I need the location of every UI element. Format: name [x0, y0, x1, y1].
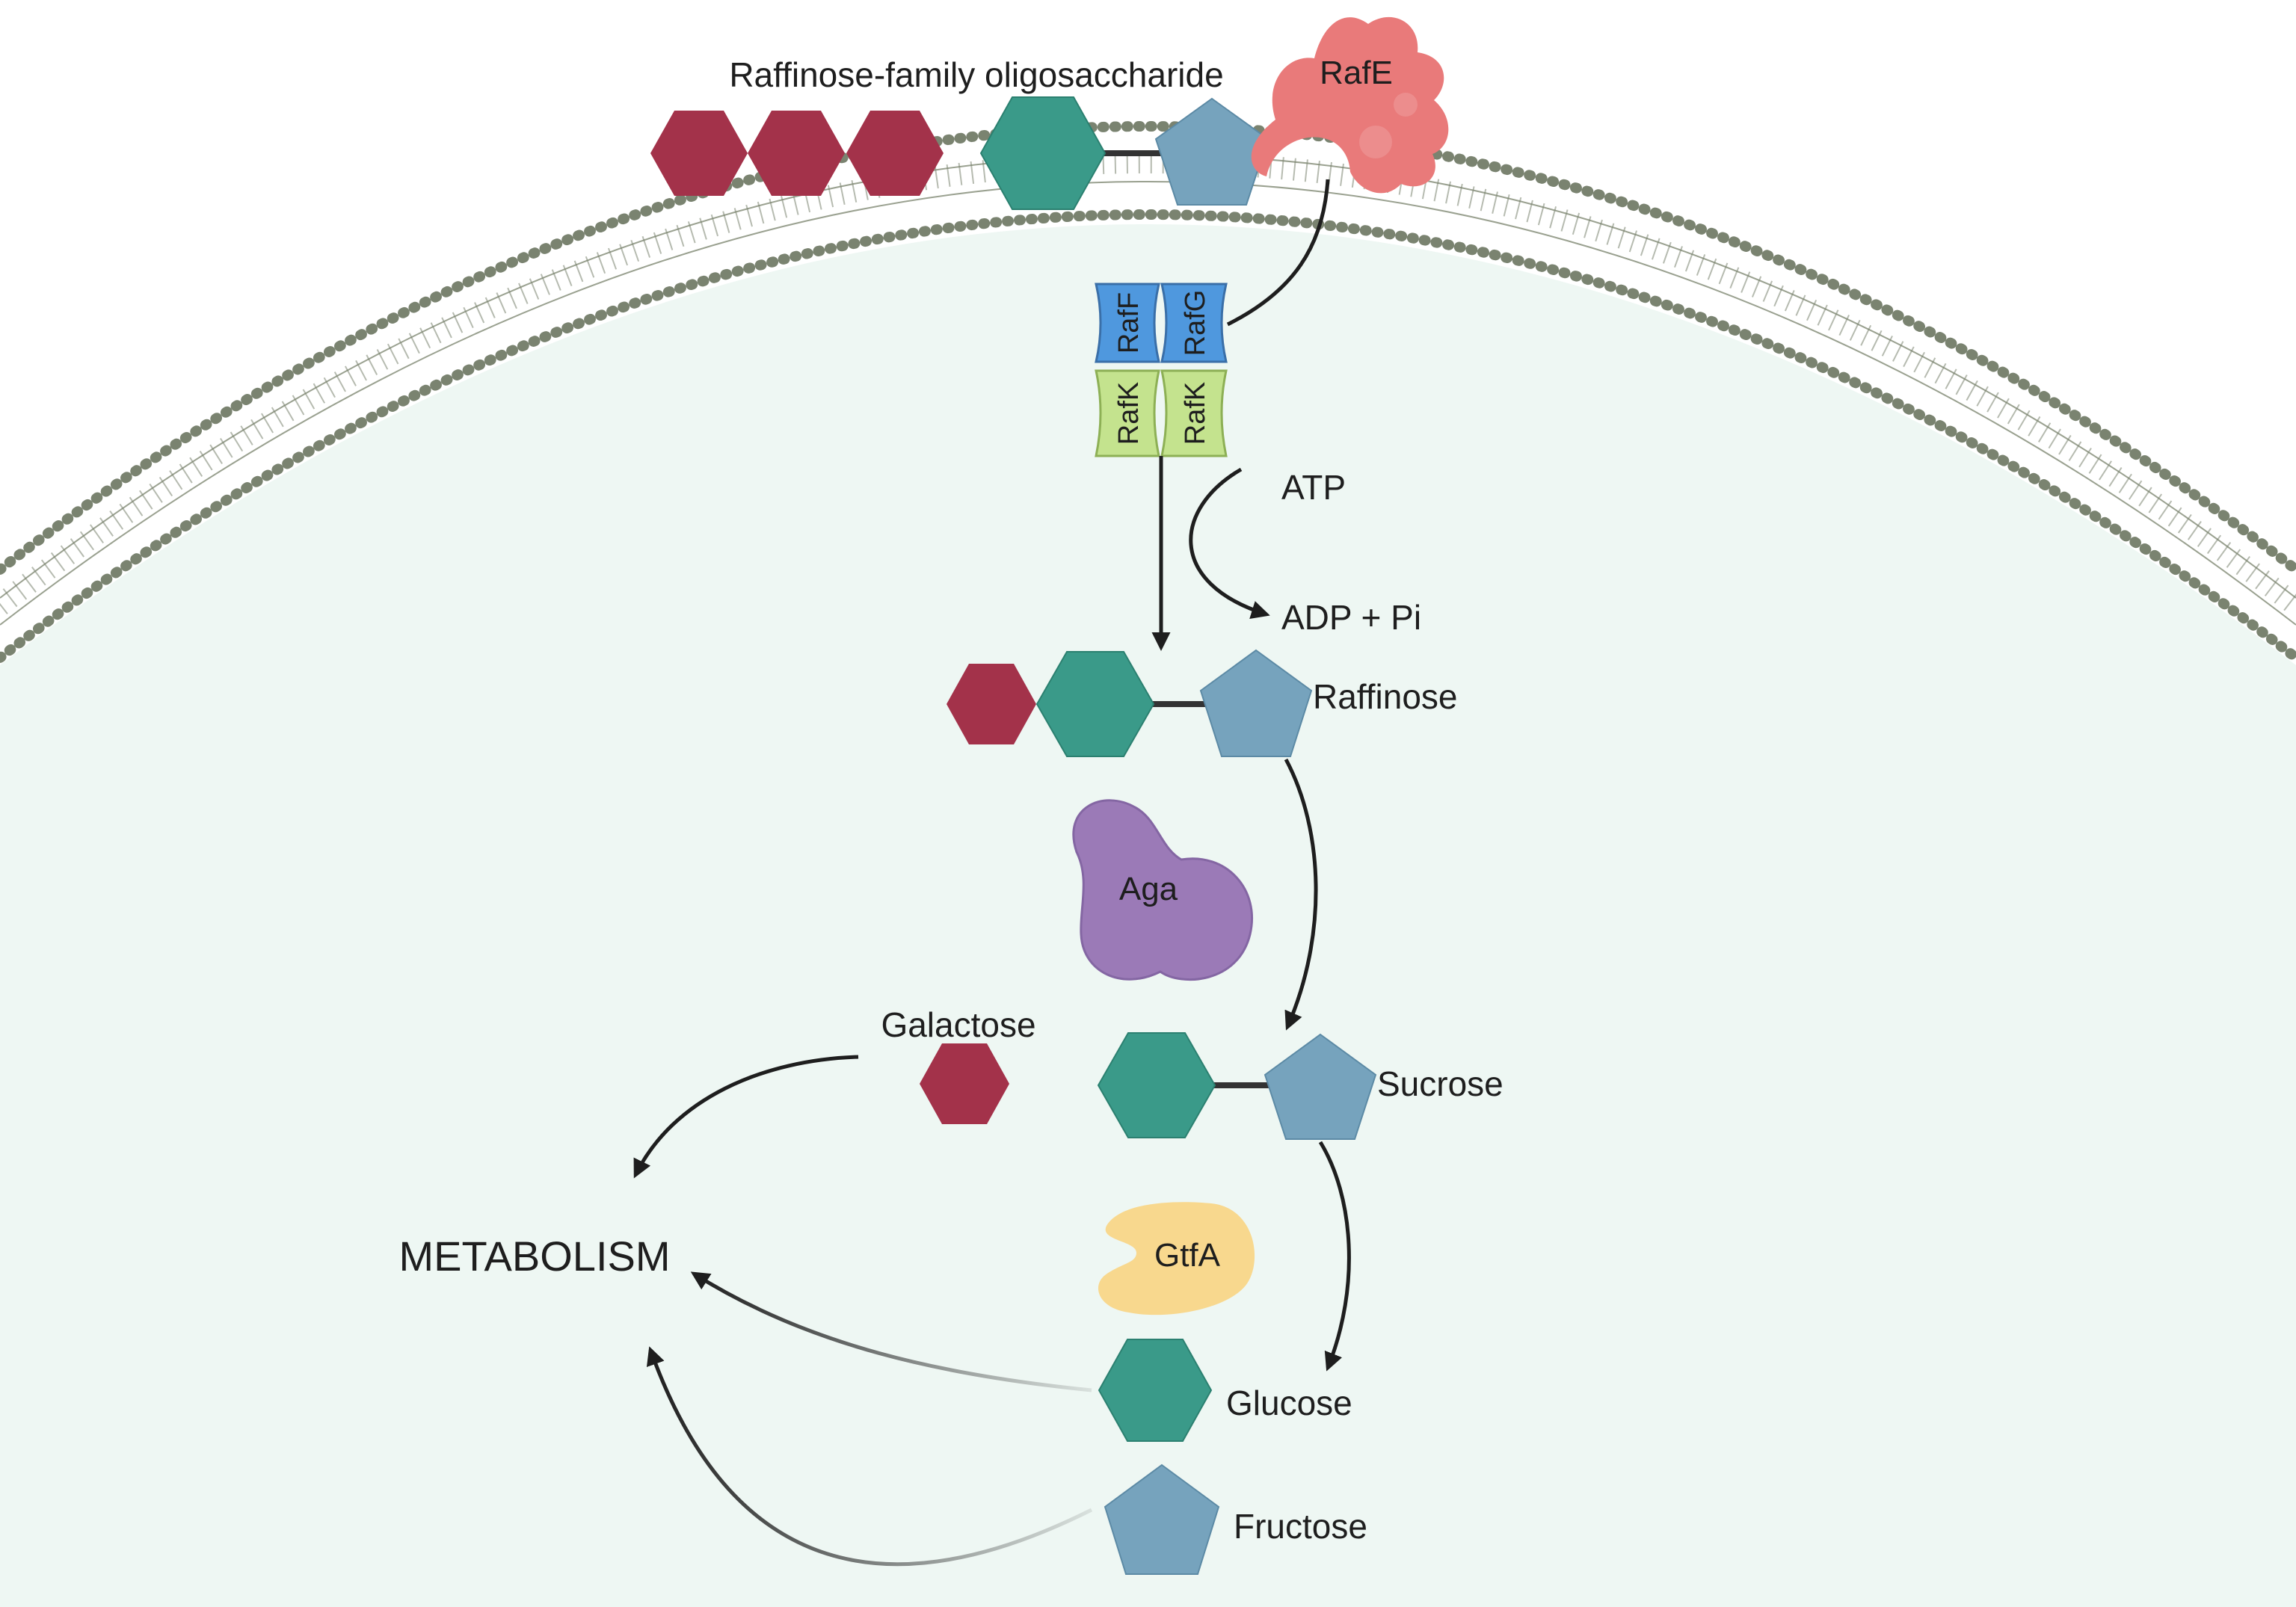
galactose-to-metabolism-arrow [633, 1055, 859, 1179]
adp-label: ADP + Pi [1281, 598, 1421, 637]
metabolism-label: METABOLISM [398, 1233, 670, 1280]
raffinose-molecule [947, 649, 1313, 757]
galactose-molecule [920, 1043, 1009, 1124]
raffinose-galactose [947, 664, 1036, 744]
atp-hydrolysis-arrow [1189, 467, 1270, 619]
sucrose-label: Sucrose [1377, 1064, 1504, 1103]
rfo-molecule [650, 96, 1269, 210]
sucrose-molecule [1097, 1032, 1377, 1140]
galactose-unit-2 [748, 111, 845, 196]
rafk-atpase: RafK RafK [1095, 369, 1228, 457]
rafg-label: RafG [1180, 290, 1211, 357]
sucrose-glucose [1097, 1032, 1216, 1138]
rafe-protein [1251, 16, 1449, 194]
raffinose-label: Raffinose [1313, 677, 1458, 716]
rafe-tether [1226, 179, 1330, 327]
glucose-to-metabolism-arrow [690, 1271, 1092, 1392]
rafg-subunit [1160, 283, 1228, 363]
raff-subunit [1095, 283, 1160, 363]
aga-label: Aga [1119, 871, 1178, 907]
sucrose-fructose [1264, 1033, 1377, 1140]
rafe-label: RafE [1320, 55, 1393, 91]
gtfa-label: GtfA [1154, 1237, 1221, 1274]
fructose-molecule [1104, 1463, 1220, 1575]
rafk-label-2: RafK [1180, 382, 1211, 445]
galactose-unit-1 [650, 111, 748, 196]
glucose-label: Glucose [1226, 1384, 1352, 1422]
atp-label: ATP [1281, 468, 1346, 507]
rafk-subunit-1 [1095, 369, 1160, 457]
fructose-to-metabolism-arrow [646, 1346, 1093, 1567]
galactose-unit-3 [846, 111, 944, 196]
galactose-label: Galactose [881, 1005, 1035, 1044]
rafk-label-1: RafK [1113, 382, 1145, 445]
glucose-unit [979, 96, 1107, 210]
raffg-transporter: RafF RafG [1095, 283, 1228, 363]
raffinose-to-sucrose-arrow [1284, 758, 1318, 1031]
fructose-label: Fructose [1234, 1507, 1367, 1546]
sucrose-to-glucose-arrow [1318, 1141, 1351, 1372]
raffinose-fructose [1199, 649, 1313, 757]
raff-label: RafF [1113, 292, 1145, 354]
gtfa-enzyme [1098, 1202, 1255, 1315]
raffinose-glucose [1035, 651, 1155, 757]
rafk-subunit-2 [1160, 369, 1228, 457]
fructose-unit [1154, 97, 1269, 206]
glucose-molecule [1098, 1339, 1213, 1442]
rfo-label: Raffinose-family oligosaccharide [729, 55, 1223, 94]
aga-enzyme [1072, 799, 1253, 981]
